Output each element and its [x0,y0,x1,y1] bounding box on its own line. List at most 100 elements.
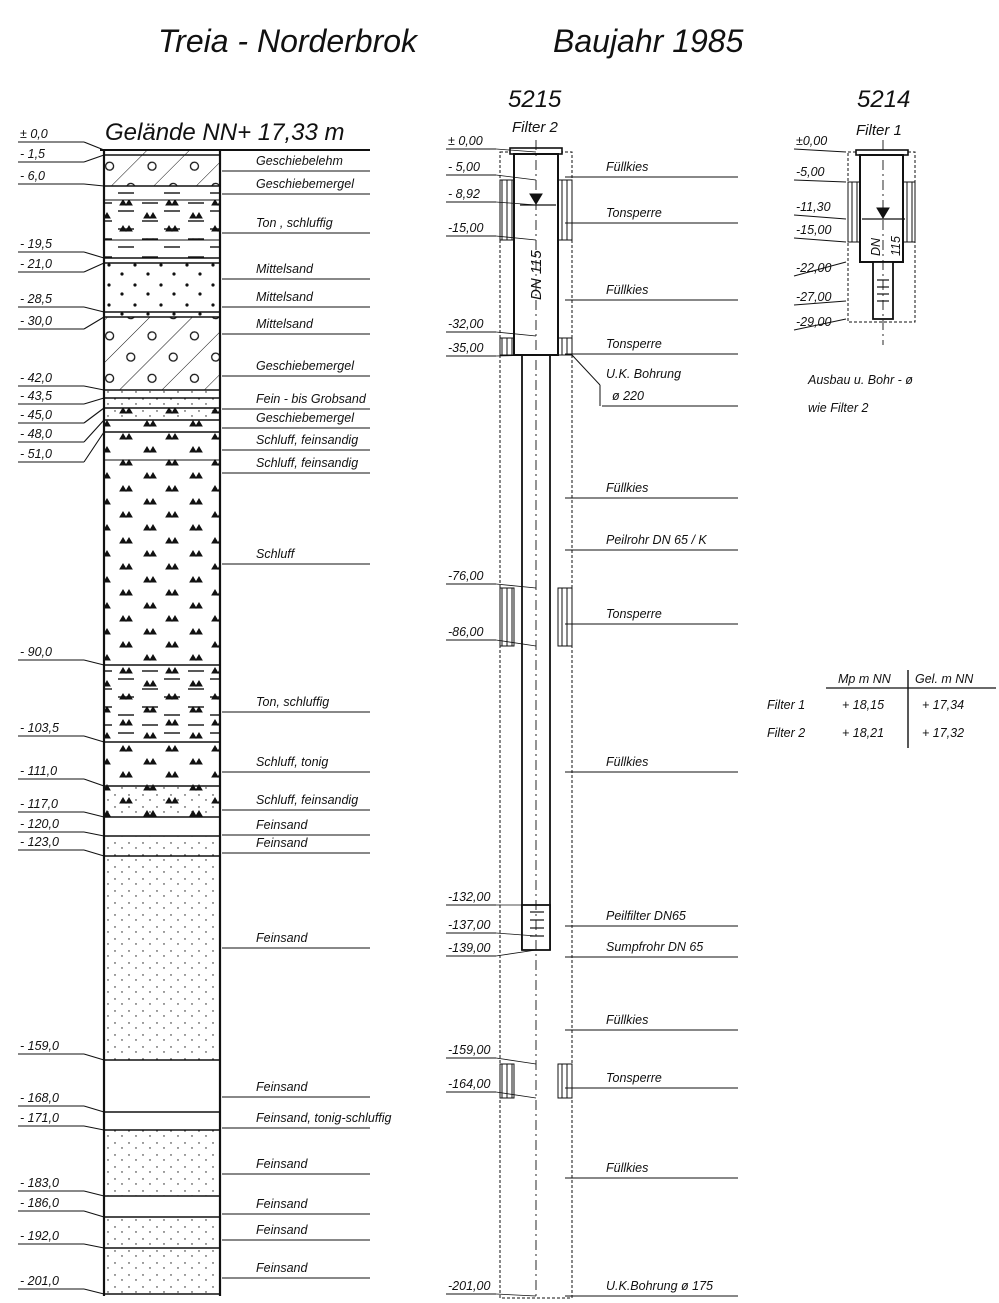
clay-seal-left [499,587,515,647]
soil-layer-fill [103,407,221,461]
well-filter-5215: Filter 2 [512,119,559,136]
well-5215-depth: -132,00 [448,890,490,904]
table-cell-mp: + 18,15 [842,698,884,712]
depth-leader [83,407,105,424]
depth-leader [83,385,105,391]
depth-leader [83,183,105,187]
well-5215-label: Tonsperre [606,337,662,351]
layer-label: Feinsand [256,1080,308,1094]
well-5215-depth: -86,00 [448,625,483,639]
depth-leader [83,316,105,330]
layer-label: Feinsand [256,1157,308,1171]
depth-leader [495,1293,537,1297]
soil-layer-fill [103,316,221,391]
well-5215-label: ø 220 [612,389,644,403]
well-5215-label: Tonsperre [606,206,662,220]
depth-leader [83,1243,105,1249]
ground-elevation-label: Gelände NN+ 17,33 m [105,119,344,146]
layer-label: Fein - bis Grobsand [256,392,367,406]
table-cell-gel: + 17,32 [922,726,964,740]
depth-label: - 43,5 [20,389,52,403]
casing-label: 115 [889,236,903,256]
layer-label: Feinsand, tonig-schluffig [256,1111,392,1125]
layer-label: Mittelsand [256,317,314,331]
depth-leader [495,583,537,589]
well-5215-depth: - 5,00 [448,160,480,174]
depth-leader [83,849,105,857]
well-5214-depth: -11,30 [796,200,831,214]
soil-layer-fill [103,257,221,318]
clay-seal-left [499,1063,515,1099]
layer-label: Geschiebemergel [256,411,355,425]
depth-label: - 120,0 [20,817,59,831]
depth-leader [83,778,105,787]
layer-label: Schluff, feinsandig [256,793,358,807]
depth-label: ± 0,0 [20,127,48,141]
well-5215-label: U.K. Bohrung [606,367,681,381]
depth-leader [83,251,105,259]
soil-layer-fill [103,664,221,743]
layer-label: Geschiebemergel [256,177,355,191]
layer-label: Ton , schluffig [256,216,333,230]
table-cell-mp: + 18,21 [842,726,884,740]
depth-leader [495,1057,537,1065]
soil-layer-fill [103,1247,221,1295]
depth-leader [83,735,105,743]
depth-leader [83,262,105,273]
depth-label: - 183,0 [20,1176,59,1190]
soil-layer-fill [103,835,221,1061]
depth-leader [83,831,105,837]
well-5215-depth: -137,00 [448,918,490,932]
depth-label: - 90,0 [20,645,52,659]
depth-label: - 171,0 [20,1111,59,1125]
depth-leader [83,419,105,443]
title-year: Baujahr 1985 [553,23,744,59]
layer-label: Geschiebelehm [256,154,343,168]
depth-label: - 51,0 [20,447,52,461]
layer-label: Ton, schluffig [256,695,329,709]
depth-leader [793,300,847,306]
layer-label: Feinsand [256,836,308,850]
well-5214-depth: -29,00 [796,315,831,329]
layer-label: Schluff [256,547,296,561]
depth-leader [83,431,105,463]
depth-leader [83,397,105,405]
well-5215-depth: -139,00 [448,941,490,955]
soil-layer-fill [103,741,221,787]
layer-label: Mittelsand [256,290,314,304]
layer-label: Schluff, feinsandig [256,433,358,447]
well-5215-label: Tonsperre [606,1071,662,1085]
depth-leader [793,237,847,243]
soil-layer-fill [103,459,221,666]
well-5215-label: Füllkies [606,755,648,769]
clay-seal-right [902,181,916,243]
depth-leader [495,201,537,206]
depth-leader [83,1190,105,1197]
layer-label: Feinsand [256,931,308,945]
depth-label: - 19,5 [20,237,52,251]
clay-seal-left [847,181,861,243]
depth-label: - 159,0 [20,1039,59,1053]
well-5214-note: wie Filter 2 [808,401,868,415]
depth-label: - 1,5 [20,147,45,161]
table-header: Mp m NN [838,672,892,686]
layer-label: Schluff, tonig [256,755,328,769]
well-5215-label: Tonsperre [606,607,662,621]
depth-label: - 201,0 [20,1274,59,1288]
soil-layer-fill [103,199,221,241]
well-5215-depth: -15,00 [448,221,483,235]
depth-leader [83,306,105,313]
well-5215-depth: -164,00 [448,1077,490,1091]
clay-seal-right [557,587,573,647]
well-5215-depth: - 8,92 [448,187,480,201]
depth-leader [495,639,537,647]
well-number-5214: 5214 [857,86,910,113]
depth-leader [793,214,847,220]
well-5214-depth: -5,00 [796,165,825,179]
clay-seal-right [557,179,573,241]
well-5215-depth: -76,00 [448,569,483,583]
layer-label: Feinsand [256,1223,308,1237]
well-5215-label: Sumpfrohr DN 65 [606,940,703,954]
depth-label: - 103,5 [20,721,59,735]
depth-label: - 28,5 [20,292,52,306]
